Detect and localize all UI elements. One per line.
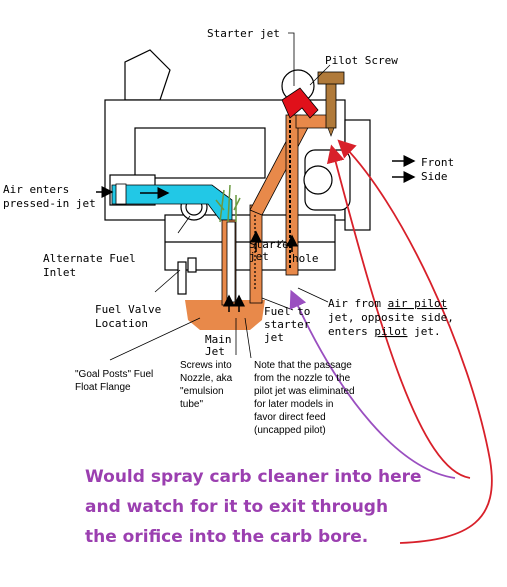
label-goal-posts: "Goal Posts" Fuel <box>75 369 153 380</box>
label-main: Main <box>205 333 232 346</box>
label-passage-4: for later models in <box>254 399 333 410</box>
label-screws-1: Screws into <box>180 360 232 371</box>
label-fuel-valve: Fuel Valve <box>95 303 161 316</box>
label-fuel-to-jet: jet <box>264 331 284 344</box>
label-air-pilot-3: enters pilot jet. <box>328 325 441 338</box>
label-passage-6: (uncapped pilot) <box>254 425 326 436</box>
label-screws-2: Nozzle, aka <box>180 373 233 384</box>
label-passage-2: from the nozzle to the <box>254 373 351 384</box>
label-starter-jet-small: Starter <box>249 238 296 251</box>
label-jet: Jet <box>205 345 225 358</box>
label-location: Location <box>95 317 148 330</box>
note-line-2: and watch for it to exit through <box>85 497 388 517</box>
label-side: Side <box>421 170 448 183</box>
label-passage-1: Note that the passage <box>254 360 352 371</box>
label-passage-3: pilot jet was eliminated <box>254 386 355 397</box>
label-fuel-to: Fuel to <box>264 305 310 318</box>
red-arrows <box>326 139 493 544</box>
label-screws-3: "emulsion <box>180 386 224 397</box>
starter-jet <box>281 87 319 119</box>
label-front: Front <box>421 156 454 169</box>
purple-arrow <box>289 289 456 479</box>
pressed-in-jet <box>115 183 127 205</box>
label-starter-jet: Starter jet <box>207 27 280 40</box>
label-float-flange: Float Flange <box>75 382 131 393</box>
pilot-screw <box>317 71 345 137</box>
float-bowl <box>185 300 265 330</box>
label-fuel-to-starter: starter <box>264 318 311 331</box>
label-air-pilot-2: jet, opposite side, <box>328 311 454 324</box>
note-line-3: the orifice into the carb bore. <box>85 527 368 547</box>
leader-lines <box>109 32 331 361</box>
note-line-1: Would spray carb cleaner into here <box>85 467 422 487</box>
label-passage-5: favor direct feed <box>254 412 326 423</box>
label-inlet: Inlet <box>43 266 76 279</box>
flow-arrows <box>96 155 416 312</box>
label-pilot-screw: Pilot Screw <box>325 54 398 67</box>
label-pressed-in-jet: pressed-in jet <box>3 197 96 210</box>
label-screws-4: tube" <box>180 399 203 410</box>
label-air-pilot-1: Air from air pilot <box>328 297 447 310</box>
main-jet-pillar <box>226 221 236 303</box>
emulsion-spray <box>215 184 241 223</box>
label-hole: hole <box>292 252 319 265</box>
label-starter-jet-small-2: jet <box>249 250 269 263</box>
label-alternate-fuel: Alternate Fuel <box>43 252 136 265</box>
label-air-enters: Air enters <box>3 183 69 196</box>
